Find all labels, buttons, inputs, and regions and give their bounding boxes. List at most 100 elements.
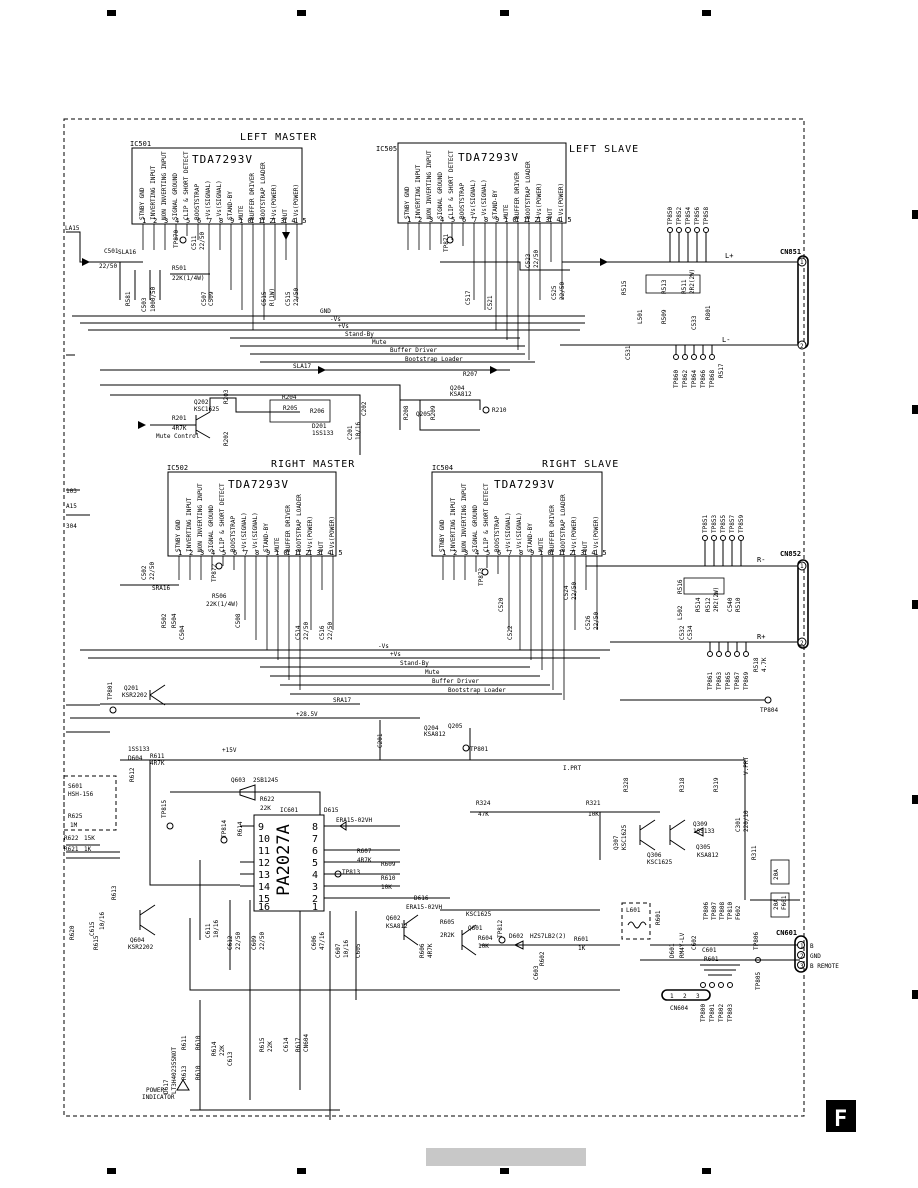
svg-text:1: 1 — [800, 259, 804, 266]
amp-pin-labels: STNBY GND INVERTING INPUT NON INVERTING … — [439, 483, 600, 552]
net-r-minus: R- — [757, 556, 765, 564]
svg-text:2: 2 — [453, 549, 457, 557]
svg-text:1 1: 1 1 — [515, 216, 528, 224]
svg-text:2: 2 — [800, 953, 804, 960]
svg-text:INVERTING INPUT: INVERTING INPUT — [415, 164, 422, 219]
svg-text:6: 6 — [233, 549, 237, 557]
bus-label-vs-neg: -Vs — [330, 316, 341, 323]
svg-text:5: 5 — [186, 217, 190, 225]
svg-text:R513: R513 — [661, 279, 668, 294]
svg-text:22/50: 22/50 — [259, 932, 266, 950]
svg-text:OUT: OUT — [582, 541, 589, 552]
svg-text:L601: L601 — [626, 907, 641, 914]
svg-text:R318: R318 — [679, 777, 686, 792]
svg-text:1 4: 1 4 — [319, 549, 332, 557]
svg-text:R204: R204 — [282, 394, 297, 401]
svg-text:TP807: TP807 — [711, 902, 718, 920]
svg-text:22/50: 22/50 — [99, 263, 117, 270]
bus-label-standby: Stand-By — [345, 331, 374, 338]
amp-title: LEFT SLAVE — [569, 144, 639, 155]
svg-text:-Vs(SIGNAL): -Vs(SIGNAL) — [252, 512, 259, 552]
bus-label-28v5: +28.5V — [296, 711, 318, 718]
svg-text:CLIP & SHORT DETECT: CLIP & SHORT DETECT — [448, 150, 455, 219]
svg-text:KSA812: KSA812 — [450, 391, 472, 398]
amp-part-number: TDA7293V — [458, 151, 519, 164]
amp-pin-numbers: 1 2 3 4 5 6 7 8 9 1 0 1 1 1 2 1 3 1 4 1 … — [142, 217, 307, 225]
svg-text:STNBY GND: STNBY GND — [175, 519, 182, 552]
bus-label-vs-pos: +Vs — [390, 651, 401, 658]
svg-text:6: 6 — [497, 549, 501, 557]
svg-text:Q601: Q601 — [468, 925, 483, 932]
svg-text:R210: R210 — [492, 407, 507, 414]
amp-ref: IC502 — [167, 464, 188, 472]
svg-text:C609: C609 — [251, 935, 258, 950]
right-slave-components: TP873 C520 C522 C524 22/50 C526 22/50 — [478, 568, 600, 640]
svg-text:C526: C526 — [585, 615, 592, 630]
amp-part-number: TDA7293V — [494, 478, 555, 491]
net-la15: LA15 — [65, 225, 80, 232]
svg-text:TP853: TP853 — [711, 515, 718, 533]
svg-text:9: 9 — [258, 822, 264, 833]
svg-text:CN604: CN604 — [303, 1034, 310, 1052]
svg-text:R581: R581 — [125, 291, 132, 306]
svg-text:R206: R206 — [310, 408, 325, 415]
svg-text:A15: A15 — [66, 503, 77, 510]
connector-ref: CN852 — [780, 550, 801, 558]
net-iprt: I.PRT — [563, 765, 581, 772]
svg-text:R614: R614 — [211, 1041, 218, 1056]
svg-text:SIGNAL GROUND: SIGNAL GROUND — [208, 505, 215, 552]
svg-text:11: 11 — [258, 846, 270, 857]
svg-text:D201: D201 — [312, 423, 327, 430]
svg-text:C532: C532 — [679, 625, 686, 640]
svg-text:TP863: TP863 — [716, 672, 723, 690]
amp-left-master: IC501 LEFT MASTER TDA7293V STNBY GND INV… — [130, 132, 316, 225]
mute-control-label: Mute Control — [156, 433, 200, 440]
svg-text:STAND-BY: STAND-BY — [527, 523, 534, 552]
amp-pin-labels: STNBY GND INVERTING INPUT NON INVERTING … — [175, 483, 336, 552]
svg-text:+Vs(POWER): +Vs(POWER) — [271, 184, 278, 220]
svg-text:3: 3 — [800, 963, 804, 970]
svg-text:MUTE: MUTE — [503, 204, 510, 219]
svg-text:TP801: TP801 — [107, 682, 114, 700]
svg-text:C511: C511 — [191, 235, 198, 250]
bus-label-vs-neg: -Vs — [378, 643, 389, 650]
svg-text:R613: R613 — [111, 885, 118, 900]
svg-text:1K: 1K — [578, 945, 586, 952]
svg-text:R622: R622 — [260, 796, 275, 803]
svg-text:10/16: 10/16 — [99, 912, 106, 930]
pa-pin-numbers: 9 10 11 12 13 14 15 16 8 7 6 5 4 3 2 1 — [258, 822, 318, 913]
svg-text:HZS7LB2(2): HZS7LB2(2) — [530, 933, 566, 940]
svg-text:R(1W): R(1W) — [269, 288, 276, 306]
svg-text:NON INVERTING INPUT: NON INVERTING INPUT — [197, 483, 204, 552]
svg-text:3: 3 — [696, 993, 700, 1000]
svg-text:BOOSTSTRAP: BOOSTSTRAP — [230, 515, 237, 552]
svg-text:C516: C516 — [319, 625, 326, 640]
svg-text:1SS133: 1SS133 — [312, 430, 334, 437]
svg-text:20A: 20A — [773, 869, 780, 880]
grid-mark-bottom-1 — [107, 1168, 116, 1174]
svg-text:ERA15-02VH: ERA15-02VH — [336, 817, 373, 824]
svg-text:R615: R615 — [93, 935, 100, 950]
bus-label-sla17: SLA17 — [293, 363, 311, 370]
svg-text:4R7K: 4R7K — [172, 425, 187, 432]
pa-regulator: Q603 2SB1245 R622 22K TP814 R614 IC601 P… — [170, 777, 620, 1000]
svg-text:NON INVERTING INPUT: NON INVERTING INPUT — [426, 150, 433, 219]
svg-text:TP856: TP856 — [694, 207, 701, 225]
svg-text:2: 2 — [189, 549, 193, 557]
svg-text:C615: C615 — [89, 921, 96, 936]
svg-text:22/50: 22/50 — [149, 562, 156, 580]
svg-text:R319: R319 — [713, 777, 720, 792]
svg-text:L502: L502 — [677, 605, 684, 620]
grid-mark-top-2 — [297, 10, 306, 16]
svg-text:C520: C520 — [498, 597, 505, 612]
svg-text:BOOSTSTRAP: BOOSTSTRAP — [194, 183, 201, 220]
svg-text:+Vs(SIGNAL): +Vs(SIGNAL) — [241, 512, 248, 552]
net-r-plus: R+ — [757, 633, 765, 641]
svg-text:R209: R209 — [430, 405, 437, 420]
svg-text:2: 2 — [312, 894, 318, 905]
svg-text:-Vs(SIGNAL): -Vs(SIGNAL) — [516, 512, 523, 552]
svg-text:STNBY GND: STNBY GND — [439, 519, 446, 552]
svg-text:R517: R517 — [718, 363, 725, 378]
svg-text:C501: C501 — [104, 248, 119, 255]
prt-circuit: I.PRT V.PRT R328 R324 47K R321 10K R318 … — [420, 757, 758, 900]
